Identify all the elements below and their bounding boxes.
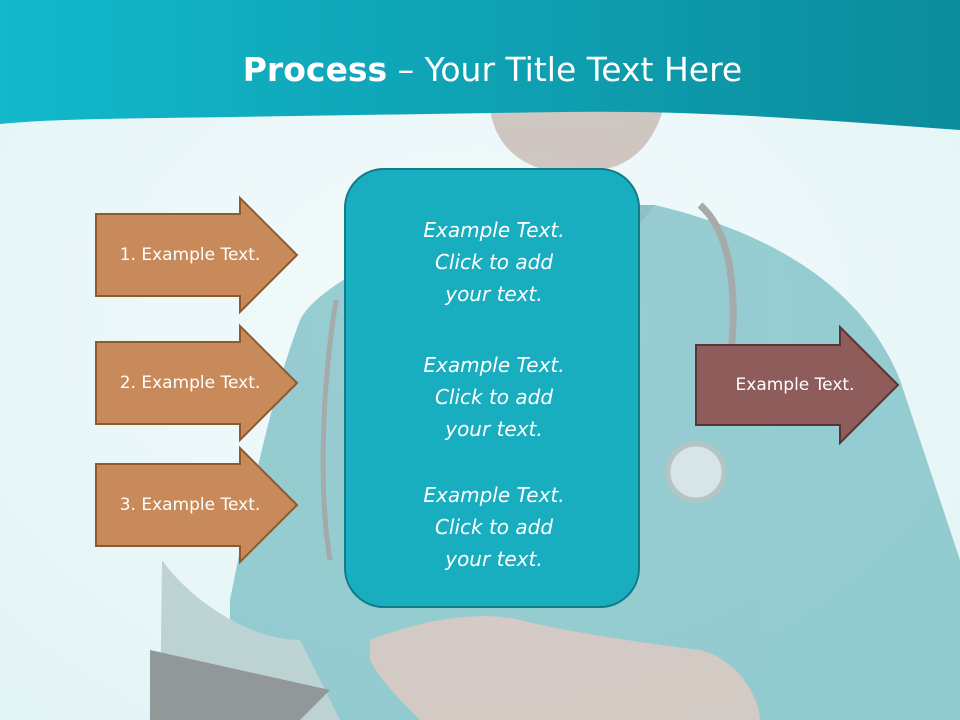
- arrow-shape: [95, 195, 299, 315]
- left-arrow-label: 3. Example Text.: [119, 495, 261, 515]
- block-line: your text.: [445, 417, 543, 441]
- arrow-shape: [95, 445, 299, 565]
- title-rest: – Your Title Text Here: [387, 50, 743, 89]
- block-line: Click to add: [434, 385, 554, 409]
- block-line: Click to add: [434, 515, 554, 539]
- center-text-block-2: Example Text. Click to add your text.: [346, 349, 642, 445]
- block-line: Example Text.: [423, 483, 565, 507]
- right-arrow-label: Example Text.: [735, 375, 855, 395]
- arrow-shape: [695, 324, 900, 446]
- block-line: Example Text.: [423, 218, 565, 242]
- center-text-box[interactable]: Example Text. Click to add your text. Ex…: [344, 168, 640, 608]
- left-arrow-1[interactable]: 1. Example Text.: [95, 195, 299, 315]
- right-arrow[interactable]: Example Text.: [695, 324, 900, 446]
- left-arrow-2[interactable]: 2. Example Text.: [95, 323, 299, 443]
- left-arrow-label: 2. Example Text.: [119, 373, 261, 393]
- block-line: Click to add: [434, 250, 554, 274]
- center-text-block-3: Example Text. Click to add your text.: [346, 479, 642, 575]
- arrow-shape: [95, 323, 299, 443]
- block-line: your text.: [445, 282, 543, 306]
- block-line: Example Text.: [423, 353, 565, 377]
- slide-title: Process – Your Title Text Here: [0, 50, 960, 89]
- block-line: your text.: [445, 547, 543, 571]
- left-arrow-label: 1. Example Text.: [119, 245, 261, 265]
- title-bold: Process: [242, 50, 388, 89]
- left-arrow-3[interactable]: 3. Example Text.: [95, 445, 299, 565]
- center-text-block-1: Example Text. Click to add your text.: [346, 214, 642, 310]
